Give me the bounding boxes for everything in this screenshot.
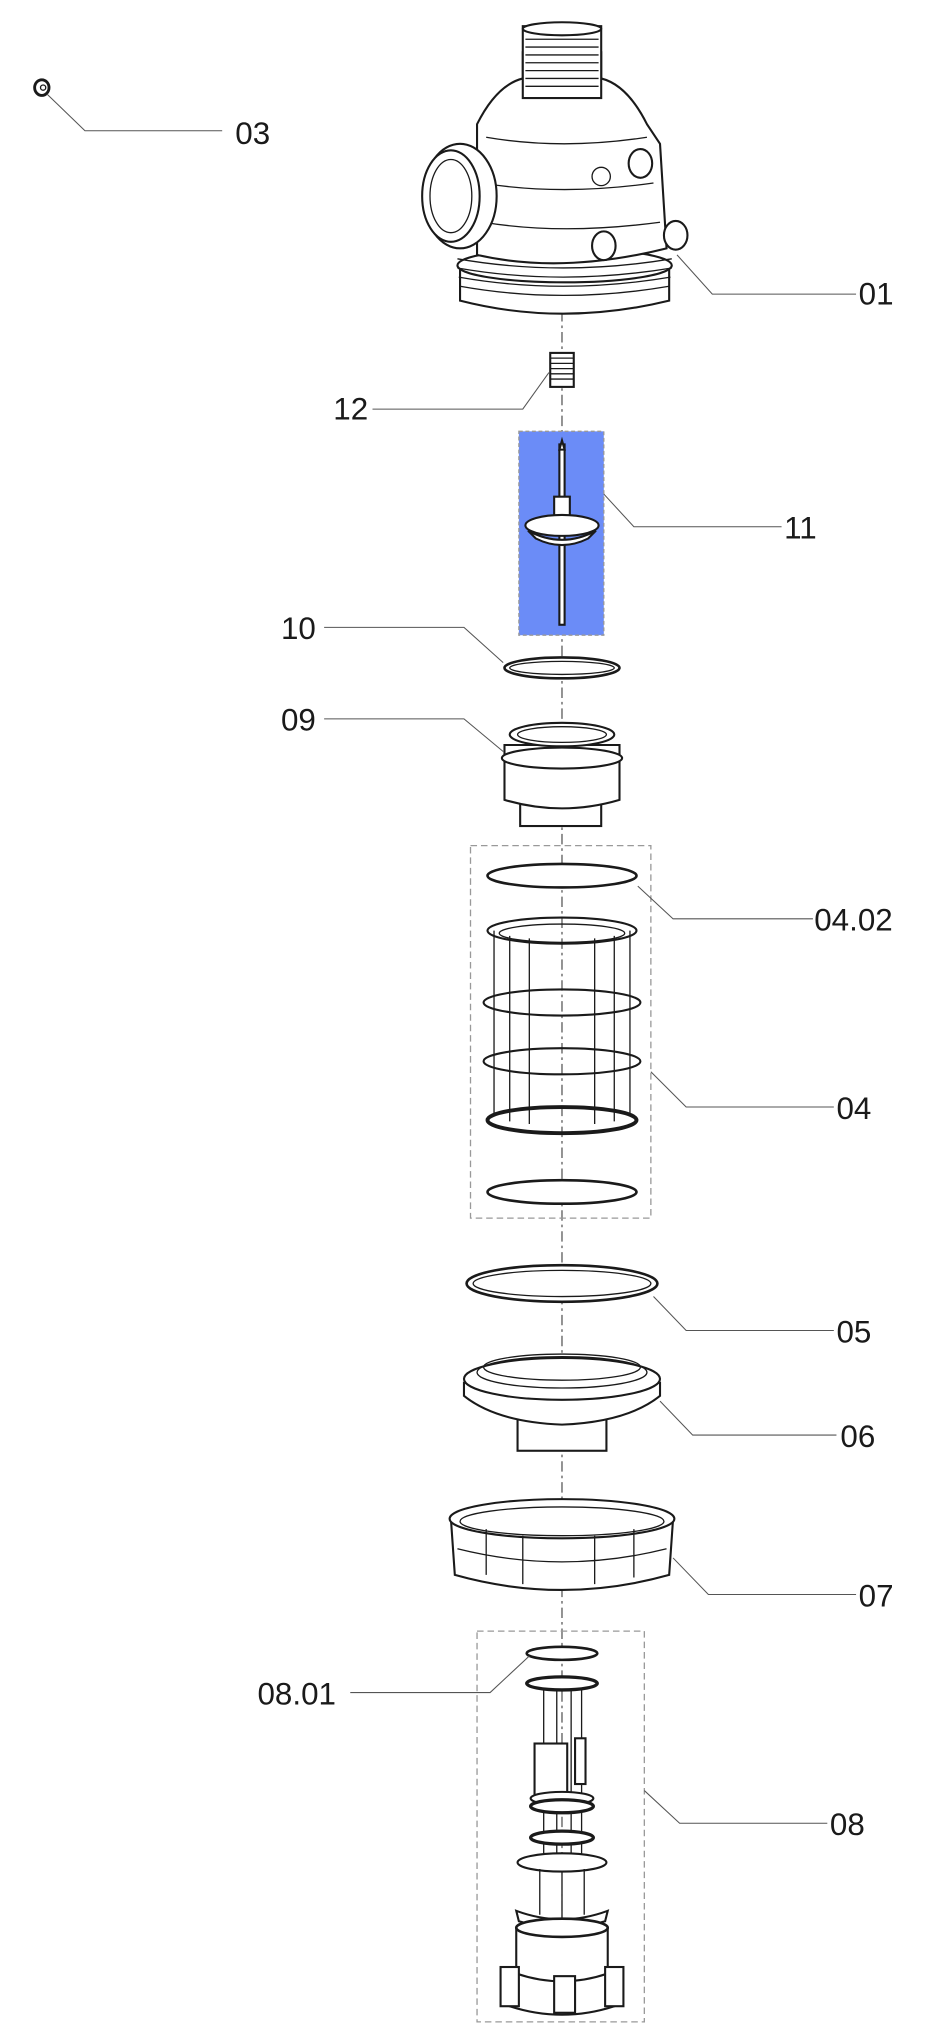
- label-01[interactable]: 01: [859, 277, 894, 312]
- label-09[interactable]: 09: [281, 703, 316, 738]
- part-04-oring-lower[interactable]: [486, 1178, 638, 1206]
- part-11-pin-selected[interactable]: [518, 430, 605, 636]
- leader-05: [653, 1296, 834, 1332]
- leader-03: [46, 93, 223, 132]
- leader-10: [324, 626, 504, 664]
- part-07-nut[interactable]: [448, 1498, 676, 1591]
- label-08[interactable]: 08: [830, 1807, 865, 1842]
- label-11[interactable]: 11: [784, 510, 817, 545]
- leader-04-02: [637, 885, 813, 920]
- leader-07: [672, 1557, 857, 1596]
- label-12[interactable]: 12: [333, 392, 368, 427]
- leader-06: [659, 1400, 837, 1436]
- part-10-oring[interactable]: [503, 656, 621, 680]
- leader-04: [650, 1071, 834, 1108]
- part-05-oring-inner: [472, 1269, 652, 1298]
- leader-09: [324, 718, 504, 752]
- part-06[interactable]: [462, 1353, 662, 1452]
- part-08-assembly[interactable]: [499, 1675, 625, 2016]
- leader-08: [643, 1790, 828, 1824]
- label-10[interactable]: 10: [281, 611, 316, 646]
- leader-11: [603, 493, 782, 528]
- leader-01: [676, 254, 857, 295]
- part-03[interactable]: [33, 78, 51, 97]
- part-08-01-oring[interactable]: [525, 1645, 599, 1662]
- label-07[interactable]: 07: [859, 1578, 894, 1613]
- part-09[interactable]: [500, 721, 624, 828]
- label-05[interactable]: 05: [836, 1314, 871, 1349]
- group-box-04: [469, 844, 652, 1219]
- part-01-housing[interactable]: [421, 21, 689, 315]
- leader-08-01: [350, 1655, 530, 1694]
- label-03[interactable]: 03: [235, 116, 270, 151]
- group-box-08: [476, 1630, 645, 2023]
- part-04-cage[interactable]: [482, 916, 642, 1136]
- leader-12: [372, 372, 550, 410]
- label-08-01[interactable]: 08.01: [257, 1676, 335, 1711]
- label-04-02[interactable]: 04.02: [814, 903, 892, 938]
- part-04-02-oring[interactable]: [486, 862, 638, 889]
- part-05-oring[interactable]: [465, 1263, 659, 1304]
- part-12-spring[interactable]: [549, 351, 575, 388]
- label-04[interactable]: 04: [836, 1091, 871, 1126]
- label-06[interactable]: 06: [840, 1419, 875, 1454]
- part-10-oring-inner: [509, 660, 615, 676]
